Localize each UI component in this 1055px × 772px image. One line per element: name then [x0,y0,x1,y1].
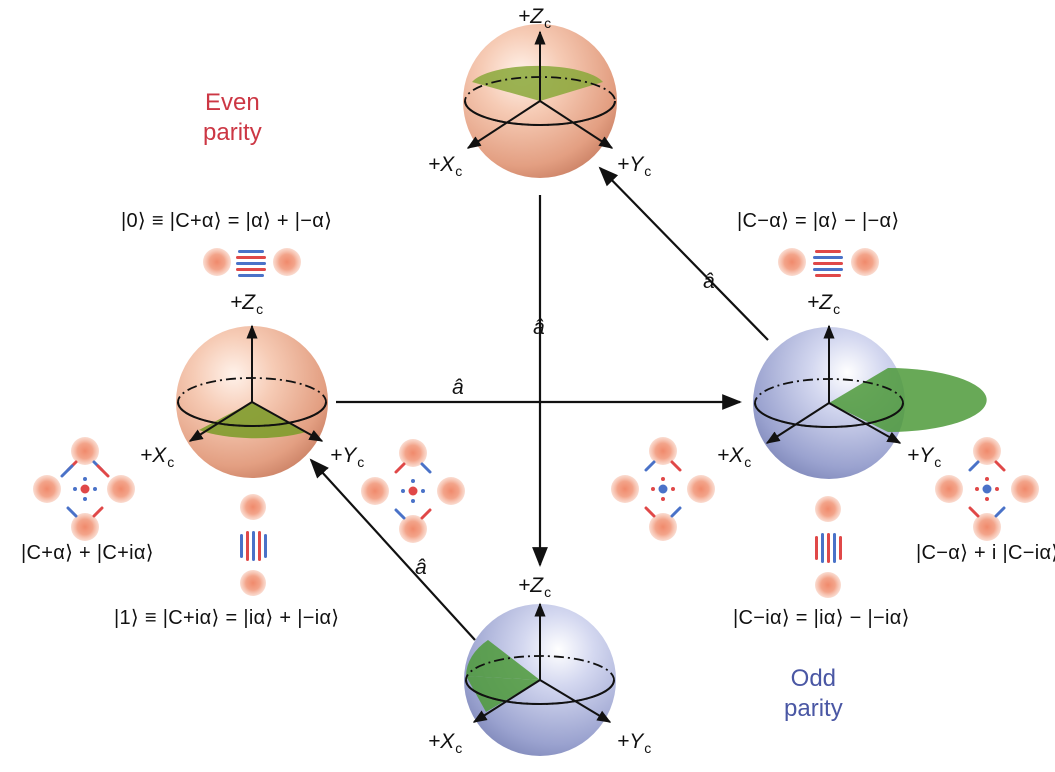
axis-x-top: +Xc [428,153,463,179]
wigner-one-state [240,494,267,596]
wigner-four-blob-far-left [33,437,135,541]
axis-y-bottom: +Yc [617,730,652,756]
formula-odd-superposition: |C−α⟩ + i |C−iα⟩ [916,542,1055,564]
wigner-c-minus-alpha [778,248,879,277]
transition-arrows [309,166,769,641]
odd-parity-title: Odd parity [784,665,843,722]
a-hat-label-vertical: â [533,316,545,339]
wedge-top [472,65,603,101]
arrow-right-to-top [598,166,769,341]
a-hat-label-horizontal: â [452,376,464,399]
bloch-sphere-right [753,324,987,479]
axis-y-left: +Yc [330,444,365,470]
formula-one-state: |1⟩ ≡ |C+iα⟩ = |iα⟩ + |−iα⟩ [114,607,340,629]
wedge-right [829,368,987,432]
axis-x-bottom: +Xc [428,730,463,756]
wigner-c-minus-ialpha [815,496,842,598]
a-hat-label-upper-right: â [703,270,715,293]
formula-c-minus-ialpha: |C−iα⟩ = |iα⟩ − |−iα⟩ [733,607,910,629]
axis-x-left: +Xc [140,444,175,470]
wigner-zero-state [203,248,301,277]
axis-x-right: +Xc [717,444,752,470]
axis-z-left: +Zc [230,291,264,317]
formula-zero-state: |0⟩ ≡ |C+α⟩ = |α⟩ + |−α⟩ [121,210,333,232]
even-parity-title: Even parity [203,89,262,146]
bloch-sphere-left [176,324,328,478]
wigner-four-blob-center-left [361,439,465,543]
arrow-bottom-to-left [309,458,476,641]
axis-y-top: +Yc [617,153,652,179]
a-hat-label-lower-left: â [415,556,427,579]
bloch-sphere-bottom [464,602,616,756]
axis-z-bottom: +Zc [518,574,552,600]
axis-z-top: +Zc [518,5,552,31]
wigner-four-blob-center-right [611,437,715,541]
formula-c-minus-alpha: |C−α⟩ = |α⟩ − |−α⟩ [737,210,900,232]
axis-z-right: +Zc [807,291,841,317]
wigner-four-blob-far-right [935,437,1039,541]
axis-y-right: +Yc [907,444,942,470]
wedge-left [199,402,306,439]
bloch-sphere-top [463,24,617,178]
formula-even-superposition: |C+α⟩ + |C+iα⟩ [21,542,154,564]
